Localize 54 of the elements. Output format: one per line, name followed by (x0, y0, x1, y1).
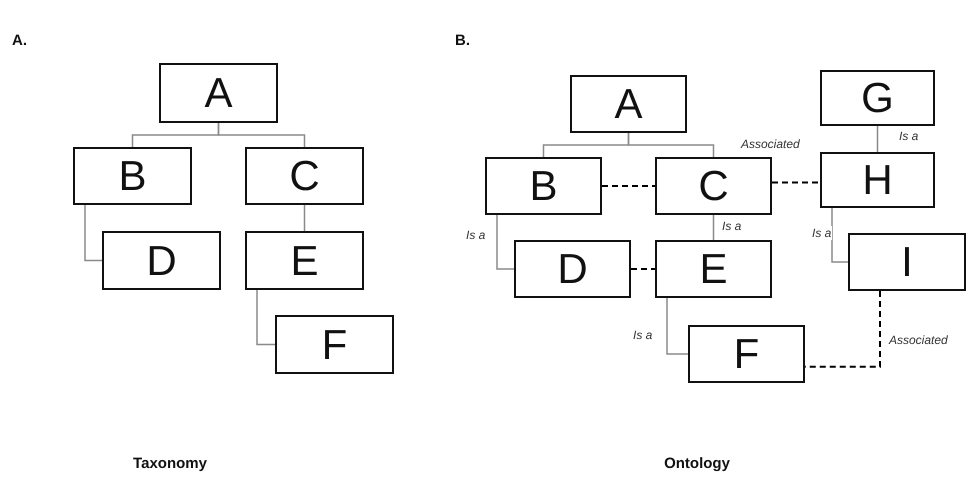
node-label: E (290, 240, 318, 282)
node-label: H (862, 159, 893, 201)
edge-label: Is a (898, 129, 920, 143)
connector-line (876, 126, 878, 152)
node-box (570, 75, 687, 133)
edge-label: Is a (811, 226, 832, 240)
node-box (159, 63, 278, 123)
node-label: I (901, 241, 913, 283)
connector-line (666, 298, 688, 355)
node-box (73, 147, 192, 205)
node-box (102, 231, 221, 290)
node-label: D (146, 240, 177, 282)
node-box (820, 70, 935, 126)
node-label: D (557, 248, 588, 290)
connector-line (218, 123, 306, 147)
connector-line (304, 205, 306, 231)
node-label: F (322, 324, 348, 366)
node-label: C (289, 155, 320, 197)
connector-line (712, 215, 714, 240)
node-box (820, 152, 935, 208)
edge-label: Associated (888, 333, 949, 347)
node-label: G (861, 77, 894, 119)
node-box (848, 233, 966, 291)
node-label: B (118, 155, 146, 197)
node-label: C (698, 165, 729, 207)
node-label: B (529, 165, 558, 207)
edge-label: Is a (632, 328, 654, 342)
node-box (245, 147, 364, 205)
connector-line (256, 290, 275, 346)
edge-label: Associated (740, 137, 801, 151)
connector-line (831, 208, 848, 263)
node-box (655, 157, 772, 215)
node-box (655, 240, 772, 298)
connector-line (628, 133, 714, 157)
dashed-connector (772, 182, 820, 184)
node-box (245, 231, 364, 290)
node-box (275, 315, 394, 374)
connector-line (496, 215, 514, 270)
node-box (485, 157, 602, 215)
edge-label: Is a (465, 228, 486, 242)
panel-letter: B. (455, 32, 470, 49)
dashed-connector (631, 268, 655, 270)
node-label: F (734, 333, 760, 375)
panel-letter: A. (12, 32, 27, 49)
connector-line (84, 205, 102, 262)
panel-caption: Ontology (664, 455, 730, 472)
node-label: E (699, 248, 728, 290)
edge-label: Is a (721, 219, 742, 233)
node-label: A (204, 72, 232, 114)
node-box (688, 325, 805, 383)
panel-caption: Taxonomy (133, 455, 207, 472)
node-label: A (614, 83, 642, 125)
dashed-connector (602, 185, 655, 187)
node-box (514, 240, 631, 298)
